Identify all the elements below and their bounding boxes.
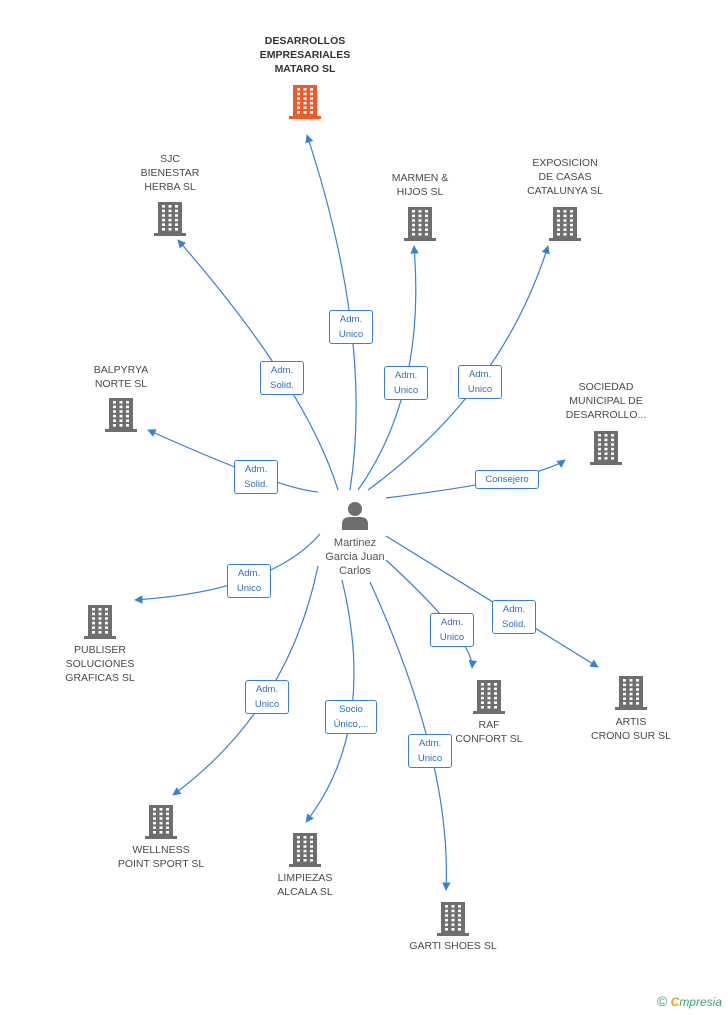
role-label-marmen[interactable]: Adm. Unico bbox=[384, 366, 428, 400]
building-icon[interactable] bbox=[289, 83, 321, 124]
building-icon[interactable] bbox=[590, 429, 622, 470]
role-label-balpyrya[interactable]: Adm. Solid. bbox=[234, 460, 278, 494]
company-name-limpiezas[interactable]: LIMPIEZAS ALCALA SL bbox=[277, 872, 333, 898]
edge-balpyrya bbox=[147, 429, 319, 493]
company-name-exposicion[interactable]: EXPOSICION DE CASAS CATALUNYA SL bbox=[527, 157, 603, 197]
building-icon[interactable] bbox=[437, 900, 469, 941]
role-label-limpiezas[interactable]: Socio Único,... bbox=[325, 700, 377, 734]
company-name-marmen[interactable]: MARMEN & HIJOS SL bbox=[391, 172, 449, 198]
company-name-garti[interactable]: GARTI SHOES SL bbox=[409, 940, 497, 952]
copyright-symbol: © bbox=[656, 993, 668, 1009]
building-icon[interactable] bbox=[615, 674, 647, 715]
role-label-garti[interactable]: Adm. Unico bbox=[408, 734, 452, 768]
company-name-sjc[interactable]: SJC BIENESTAR HERBA SL bbox=[140, 153, 200, 193]
company-name-sociedad[interactable]: SOCIEDAD MUNICIPAL DE DESARROLLO... bbox=[565, 381, 647, 421]
building-icon[interactable] bbox=[473, 678, 505, 719]
building-icon[interactable] bbox=[289, 831, 321, 872]
building-icon[interactable] bbox=[154, 200, 186, 241]
edge-sjc bbox=[177, 239, 339, 491]
company-name-artis[interactable]: ARTIS CRONO SUR SL bbox=[591, 716, 671, 742]
brand-name: mpresia bbox=[679, 995, 722, 1009]
building-icon[interactable] bbox=[549, 205, 581, 246]
company-name-balpyrya[interactable]: BALPYRYA NORTE SL bbox=[93, 364, 149, 390]
role-label-raf[interactable]: Adm. Unico bbox=[430, 613, 474, 647]
role-label-sociedad[interactable]: Consejero bbox=[475, 470, 539, 489]
role-label-sjc[interactable]: Adm. Solid. bbox=[260, 361, 304, 395]
company-name-publiser[interactable]: PUBLISER SOLUCIONES GRAFICAS SL bbox=[65, 644, 135, 684]
role-label-wellness[interactable]: Adm. Unico bbox=[245, 680, 289, 714]
role-label-artis[interactable]: Adm. Solid. bbox=[492, 600, 536, 634]
empresia-logo: © Cmpresia bbox=[657, 993, 722, 1009]
company-name-desarrollos[interactable]: DESARROLLOS EMPRESARIALES MATARO SL bbox=[259, 35, 351, 75]
building-icon[interactable] bbox=[404, 205, 436, 246]
person-icon[interactable] bbox=[340, 500, 370, 535]
company-name-raf[interactable]: RAF CONFORT SL bbox=[455, 719, 523, 745]
building-icon[interactable] bbox=[145, 803, 177, 844]
person-name[interactable]: Martinez Garcia Juan Carlos bbox=[325, 537, 385, 577]
building-icon[interactable] bbox=[105, 396, 137, 437]
building-icon[interactable] bbox=[84, 603, 116, 644]
role-label-exposicion[interactable]: Adm. Unico bbox=[458, 365, 502, 399]
role-label-desarrollos[interactable]: Adm. Unico bbox=[329, 310, 373, 344]
role-label-publiser[interactable]: Adm. Unico bbox=[227, 564, 271, 598]
company-name-wellness[interactable]: WELLNESS POINT SPORT SL bbox=[117, 844, 205, 870]
brand-initial: C bbox=[670, 995, 680, 1009]
